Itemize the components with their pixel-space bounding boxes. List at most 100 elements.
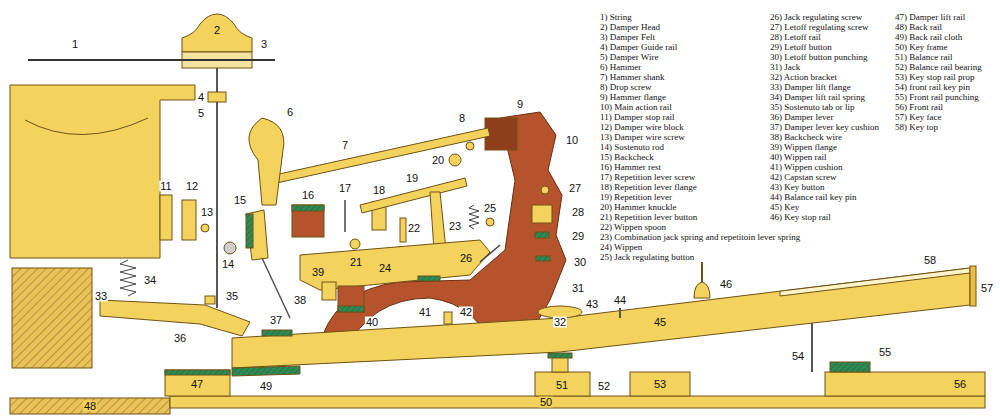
part-list-item: 12) Damper wire block [600,122,684,132]
callout-number: 16 [301,190,315,201]
damper-head [182,14,252,52]
callout-number: 8 [458,113,466,124]
callout-number: 25 [483,203,497,214]
hammer-knuckle [449,154,461,166]
part-list-item: 20) Hammer knuckle [600,202,676,212]
key-stop-rail-stem [701,262,703,282]
key-top [780,268,970,296]
part-list-item: 33) Damper lift flange [770,82,851,92]
callout-number: 54 [791,351,805,362]
part-list-item: 35) Sostenuto tab or lip [770,102,855,112]
callout-number: 17 [338,183,352,194]
callout-number: 31 [571,283,585,294]
part-list-item: 2) Damper Head [600,22,660,32]
drop-screw [466,142,474,150]
part-list-item: 26) Jack regulating screw [770,12,862,22]
callout-number: 52 [597,381,611,392]
callout-number: 35 [225,291,239,302]
callout-number: 45 [653,317,667,328]
part-list-item: 22) Wippen spoon [600,222,666,232]
part-list-item: 28) Letoff rail [770,32,821,42]
jack-regulating-button [486,218,494,226]
letoff-regulating-screw [541,186,549,194]
part-list-item: 8) Drop screw [600,82,651,92]
callout-number: 49 [259,381,273,392]
action-bracket [318,112,566,352]
part-list-item: 44) Balance rail key pin [770,192,856,202]
part-list-item: 36) Damper lever [770,112,833,122]
backcheck-wire [262,258,290,318]
part-list-item: 4) Damper Guide rail [600,42,677,52]
callout-number: 9 [516,99,524,110]
callout-number: 53 [653,379,667,390]
callout-number: 24 [378,263,392,274]
part-list-item: 6) Hammer [600,62,641,72]
part-list-item: 24) Wippen [600,242,642,252]
part-list-item: 55) Front rail punching [895,92,979,102]
hammer-shank [270,128,490,184]
part-list-item: 1) String [600,12,632,22]
callout-number: 47 [190,379,204,390]
part-list-item: 49) Back rail cloth [895,32,962,42]
string [28,59,275,61]
jack [430,192,446,250]
wippen-flange [322,282,336,300]
damper-lever-key-cushion [262,330,292,336]
callout-number: 7 [341,140,349,151]
damper-lift-rail-felt [165,370,230,375]
part-list-item: 39) Wippen flange [770,142,837,152]
part-list-item: 58) Key top [895,122,938,132]
cabinet [10,85,195,258]
part-list-item: 16) Hammer rest [600,162,661,172]
callout-number: 10 [565,135,579,146]
part-list-item: 34) Damper lift rail spring [770,92,865,102]
part-list-item: 11) Damper stop rail [600,112,674,122]
callout-number: 32 [553,317,567,328]
sostenuto-tab [205,296,215,304]
callout-number: 20 [431,155,445,166]
callout-number: 4 [197,92,205,103]
callout-number: 26 [459,253,473,264]
callout-number: 19 [405,173,419,184]
callout-number: 11 [159,181,172,192]
back-rail [10,398,170,414]
balance-rail-key-pin [619,308,621,318]
part-list-item: 47) Damper lift rail [895,12,965,22]
damper-guide-rail [208,92,226,102]
part-list-item: 51) Balance rail [895,52,952,62]
wippen-spoon [400,218,406,242]
wippen-rail [338,286,364,312]
damper-lift-flange-block [12,268,92,368]
part-list-item: 18) Repetition lever flange [600,182,697,192]
key-stop-rail-prop [630,372,690,396]
part-list-item: 52) Balance rail bearing [895,62,982,72]
callout-number: 42 [459,307,473,318]
part-list-item: 56) Front rail [895,102,943,112]
callout-number: 57 [980,283,994,294]
part-list-item: 48) Back rail [895,22,942,32]
damper-wire [216,68,218,308]
part-list-item: 46) Key stop rail [770,212,831,222]
callout-number: 1 [71,39,79,50]
callout-number: 12 [185,181,199,192]
callout-number: 50 [539,397,553,408]
callout-number: 55 [878,347,892,358]
part-list-item: 17) Repetition lever screw [600,172,695,182]
balance-rail-bearing [548,353,572,358]
part-list-item: 13) Damper wire screw [600,132,685,142]
key-stop-rail [694,282,710,298]
jack-regulating-screw [480,245,500,262]
callout-number: 6 [286,107,294,118]
key-frame [170,396,985,408]
hammer-rest-felt [292,205,324,211]
callout-number: 29 [571,231,585,242]
part-list-item: 9) Hammer flange [600,92,666,102]
callout-number: 30 [573,257,587,268]
part-list-item: 30) Letoff button punching [770,52,868,62]
part-list-item: 21) Repetition lever button [600,212,697,222]
callout-number: 48 [83,401,97,412]
balance-rail [535,372,590,396]
part-list-item: 53) Key stop rail prop [895,72,974,82]
